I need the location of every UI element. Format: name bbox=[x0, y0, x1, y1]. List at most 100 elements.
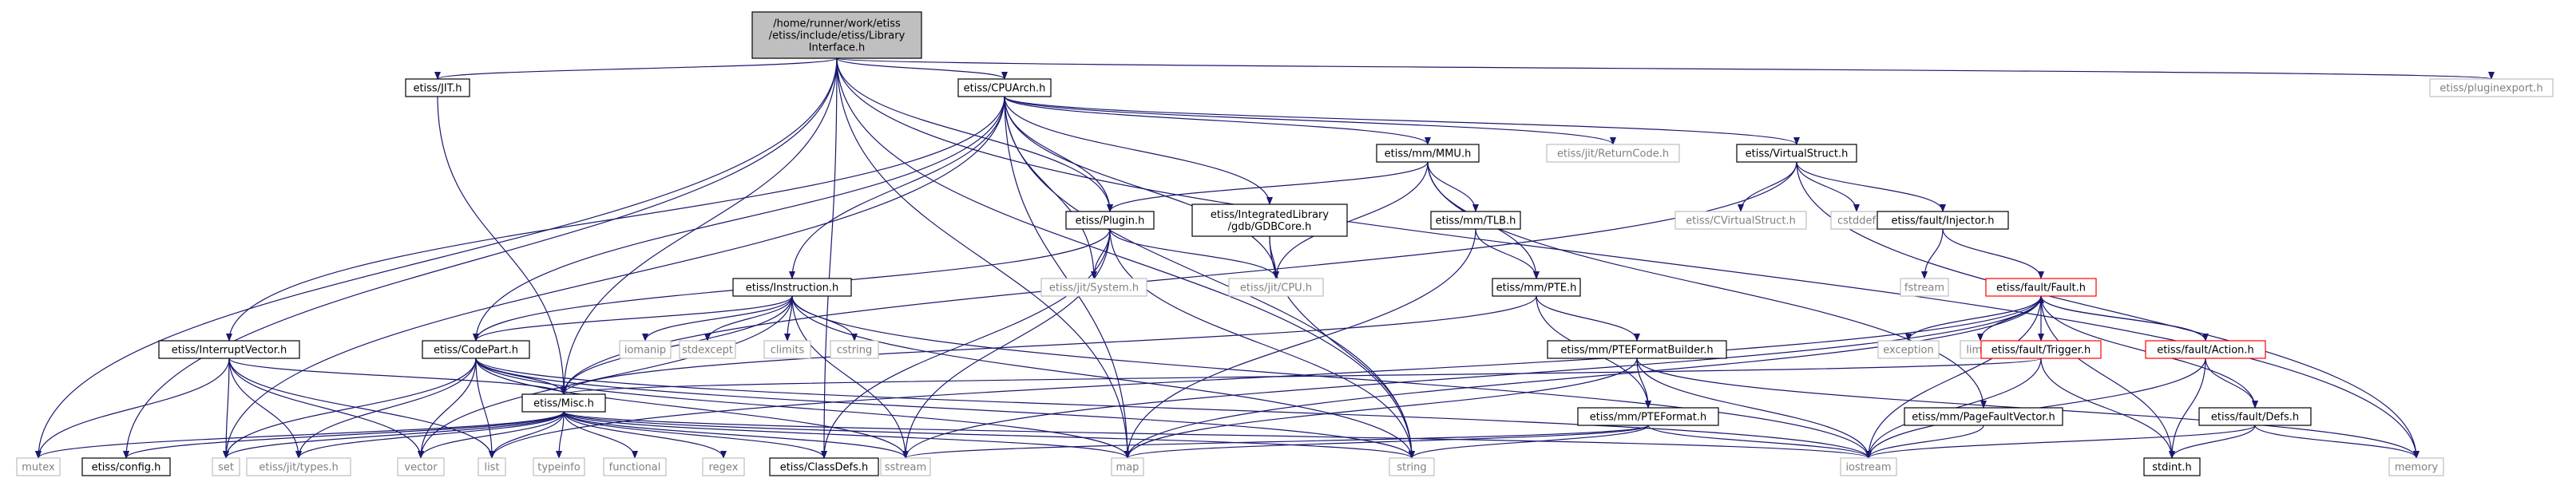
node-cpuarch-box bbox=[957, 78, 1052, 97]
node-virtualstruct[interactable]: etiss/VirtualStruct.h bbox=[1736, 144, 1857, 163]
node-fault[interactable]: etiss/fault/Fault.h bbox=[1985, 278, 2097, 297]
node-plugin-box bbox=[1065, 211, 1155, 230]
node-pte[interactable]: etiss/mm/PTE.h bbox=[1492, 278, 1581, 297]
node-returncode-box bbox=[1546, 144, 1680, 163]
node-config-box bbox=[81, 457, 171, 476]
edge-virtualstruct-to-injector bbox=[1796, 161, 1946, 212]
node-types-label: etiss/jit/types.h bbox=[259, 462, 339, 474]
edge-misc-to-typeinfo bbox=[556, 411, 565, 459]
node-functional-box bbox=[603, 457, 667, 476]
node-instruction[interactable]: etiss/Instruction.h bbox=[732, 278, 852, 297]
node-misc[interactable]: etiss/Misc.h bbox=[521, 393, 606, 413]
edge-root-to-jit bbox=[434, 57, 838, 80]
edge-root-to-map bbox=[836, 57, 1131, 459]
node-classdefs[interactable]: etiss/ClassDefs.h bbox=[769, 457, 879, 476]
edge-misc-to-classdefs bbox=[563, 411, 827, 459]
edge-mmu-to-cpu bbox=[1273, 161, 1429, 279]
node-pagefault-label: etiss/mm/PageFaultVector.h bbox=[1912, 412, 2055, 424]
node-misc-box bbox=[521, 393, 606, 413]
node-mmu[interactable]: etiss/mm/MMU.h bbox=[1376, 144, 1480, 163]
edge-root-to-plugin bbox=[836, 57, 1113, 212]
edge-codepart-to-iostream bbox=[475, 358, 1872, 459]
node-fstream-label: fstream bbox=[1904, 282, 1944, 294]
edge-misc-to-regex bbox=[563, 411, 727, 459]
node-interruptvector[interactable]: etiss/InterruptVector.h bbox=[158, 340, 300, 359]
edge-fault-to-limits bbox=[1977, 295, 2042, 342]
node-ptefmtbuilder[interactable]: etiss/mm/PTEFormatBuilder.h bbox=[1547, 340, 1727, 359]
node-climits-box bbox=[763, 340, 811, 359]
node-map-label: map bbox=[1116, 462, 1139, 474]
node-iomanip: iomanip bbox=[619, 340, 672, 359]
node-cstring: cstring bbox=[830, 340, 879, 359]
edge-codepart-to-map bbox=[475, 358, 1131, 459]
edge-misc-to-config bbox=[123, 411, 565, 459]
node-cstring-label: cstring bbox=[837, 345, 872, 357]
node-codepart[interactable]: etiss/CodePart.h bbox=[422, 340, 530, 359]
edge-instruction-to-misc bbox=[561, 295, 793, 395]
node-iostream: iostream bbox=[1840, 457, 1897, 476]
node-regex: regex bbox=[702, 457, 745, 476]
edge-misc-to-mutex bbox=[35, 411, 565, 459]
edge-cpuarch-to-instruction bbox=[789, 96, 1005, 279]
node-config[interactable]: etiss/config.h bbox=[81, 457, 171, 476]
edge-codepart-to-string bbox=[475, 358, 1415, 459]
edge-misc-to-map bbox=[563, 411, 1131, 459]
node-cpu-box bbox=[1228, 278, 1324, 297]
node-stdint-box bbox=[2143, 457, 2201, 476]
node-trigger[interactable]: etiss/fault/Trigger.h bbox=[1980, 340, 2102, 359]
edge-plugin-to-sstream bbox=[902, 228, 1111, 459]
node-cpuarch[interactable]: etiss/CPUArch.h bbox=[957, 78, 1052, 97]
node-stdexcept: stdexcept bbox=[679, 340, 736, 359]
edge-misc-to-vector bbox=[418, 411, 565, 459]
edge-interruptvector-to-list bbox=[228, 358, 495, 459]
node-action[interactable]: etiss/fault/Action.h bbox=[2145, 340, 2266, 359]
edge-misc-to-types bbox=[295, 411, 565, 459]
edge-misc-to-sstream bbox=[563, 411, 909, 459]
node-interruptvector-box bbox=[158, 340, 300, 359]
node-classdefs-label: etiss/ClassDefs.h bbox=[780, 462, 869, 474]
node-virtualstruct-box bbox=[1736, 144, 1857, 163]
node-jit[interactable]: etiss/JIT.h bbox=[405, 78, 470, 97]
edge-root-to-mutex bbox=[35, 57, 838, 459]
edge-root-to-string bbox=[836, 57, 1415, 459]
node-pteformat[interactable]: etiss/mm/PTEFormat.h bbox=[1577, 407, 1719, 426]
edge-mmu-to-pagefault bbox=[1427, 161, 1987, 409]
edge-root-to-config bbox=[123, 57, 838, 459]
node-plugin[interactable]: etiss/Plugin.h bbox=[1065, 211, 1155, 230]
edge-injector-to-fstream bbox=[1921, 228, 1944, 279]
edge-tlb-to-map bbox=[1124, 228, 1476, 459]
edge-action-to-stdint bbox=[2169, 358, 2206, 459]
edge-ptefmtbuilder-to-pteformat bbox=[1636, 358, 1651, 409]
node-iomanip-box bbox=[619, 340, 672, 359]
edge-pteformat-to-sstream bbox=[902, 425, 1649, 459]
node-root[interactable]: /home/runner/work/etiss/etiss/include/et… bbox=[751, 11, 922, 59]
edge-pteformat-to-string bbox=[1409, 425, 1649, 459]
node-tlb-label: etiss/mm/TLB.h bbox=[1436, 215, 1516, 227]
node-tlb[interactable]: etiss/mm/TLB.h bbox=[1430, 211, 1521, 230]
node-gdbcore[interactable]: etiss/IntegratedLibrary/gdb/GDBCore.h bbox=[1191, 203, 1348, 237]
node-fstream: fstream bbox=[1900, 278, 1949, 297]
node-defs-box bbox=[2198, 407, 2312, 426]
node-injector[interactable]: etiss/fault/Injector.h bbox=[1877, 211, 2009, 230]
edge-ptefmtbuilder-to-iostream bbox=[1636, 358, 1872, 459]
edge-mmu-to-tlb bbox=[1427, 161, 1479, 212]
node-cstddef-label: cstddef bbox=[1837, 215, 1877, 227]
node-stdint[interactable]: stdint.h bbox=[2143, 457, 2201, 476]
node-memory-box bbox=[2388, 457, 2444, 476]
node-vector-box bbox=[397, 457, 445, 476]
node-fstream-box bbox=[1900, 278, 1949, 297]
edge-instruction-to-iostream bbox=[791, 295, 1872, 459]
node-action-box bbox=[2145, 340, 2266, 359]
node-defs[interactable]: etiss/fault/Defs.h bbox=[2198, 407, 2312, 426]
node-stdexcept-box bbox=[679, 340, 736, 359]
edge-interruptvector-to-types bbox=[228, 358, 302, 459]
edge-fault-to-stdint bbox=[2040, 295, 2175, 459]
node-mmu-box bbox=[1376, 144, 1480, 163]
node-list-label: list bbox=[484, 462, 499, 474]
edge-codepart-to-types bbox=[295, 358, 477, 459]
node-cstddef: cstddef bbox=[1830, 211, 1883, 230]
edge-action-to-fault bbox=[2038, 295, 2206, 342]
node-pagefault[interactable]: etiss/mm/PageFaultVector.h bbox=[1904, 407, 2063, 426]
edge-fault-to-iostream bbox=[1865, 295, 2042, 459]
node-system-box bbox=[1040, 278, 1147, 297]
